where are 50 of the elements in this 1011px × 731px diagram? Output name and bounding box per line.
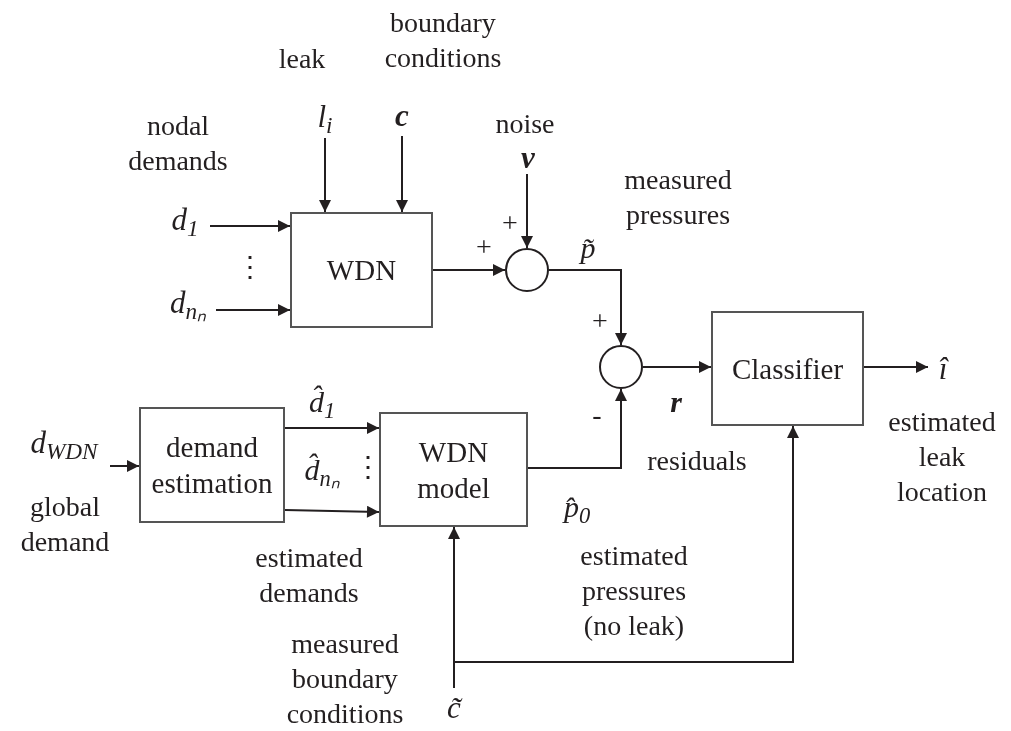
annotation-text: residuals xyxy=(646,443,748,478)
summing-junction xyxy=(599,345,643,389)
edge-label: r xyxy=(670,385,682,419)
edge-label: p̂$_{0}$ xyxy=(563,490,591,524)
sign-label: + xyxy=(475,229,493,264)
annotation-text: leak xyxy=(277,41,327,76)
block-box: demand estimation xyxy=(139,407,285,523)
arrow xyxy=(284,505,380,518)
signal-symbol: d$_{WDN}$ xyxy=(18,422,110,464)
arrow xyxy=(548,269,627,346)
annotation-text: noise xyxy=(494,106,556,141)
block-box: WDN model xyxy=(379,412,528,527)
annotation-text: estimated pressures (no leak) xyxy=(579,538,689,643)
ellipsis-dots: ⋮ xyxy=(354,449,374,484)
arrow xyxy=(453,425,799,689)
arrow xyxy=(642,361,712,373)
annotation-text: estimated demands xyxy=(254,541,364,610)
summing-junction xyxy=(505,248,549,292)
signal-symbol: v xyxy=(513,142,543,174)
arrow xyxy=(319,137,331,213)
annotation-text: boundary conditions xyxy=(383,6,503,75)
edge-label: d̂$_{1}$ xyxy=(308,385,336,419)
annotation-text: nodal demands xyxy=(127,109,229,178)
arrow xyxy=(284,422,380,434)
edge-label: d̂$_{nₙ}$ xyxy=(304,453,340,487)
signal-symbol: î xyxy=(928,346,958,392)
arrow xyxy=(109,460,140,472)
sign-label: + xyxy=(591,303,609,338)
arrow xyxy=(863,361,929,373)
ellipsis-dots: ⋮ xyxy=(236,249,256,284)
arrow xyxy=(521,173,533,249)
arrow xyxy=(215,304,291,316)
signal-symbol: l$_{i}$ xyxy=(305,96,345,138)
arrow xyxy=(527,388,627,469)
signal-symbol: d$_{1}$ xyxy=(160,200,210,240)
arrow xyxy=(396,135,408,213)
edge-label: p̃ xyxy=(580,231,596,265)
sign-label: - xyxy=(591,397,603,432)
annotation-text: measured pressures xyxy=(623,163,733,232)
arrow xyxy=(432,264,506,276)
signal-symbol: c̃ xyxy=(440,688,468,728)
block-box: WDN xyxy=(290,212,433,328)
annotation-text: estimated leak location xyxy=(887,404,997,509)
arrow xyxy=(209,220,291,232)
annotation-text: global demand xyxy=(19,490,111,559)
block-box: Classifier xyxy=(711,311,864,426)
signal-symbol: c xyxy=(385,96,419,136)
sign-label: + xyxy=(501,205,519,240)
signal-symbol: d$_{nₙ}$ xyxy=(160,280,216,326)
annotation-text: measured boundary conditions xyxy=(285,626,405,731)
